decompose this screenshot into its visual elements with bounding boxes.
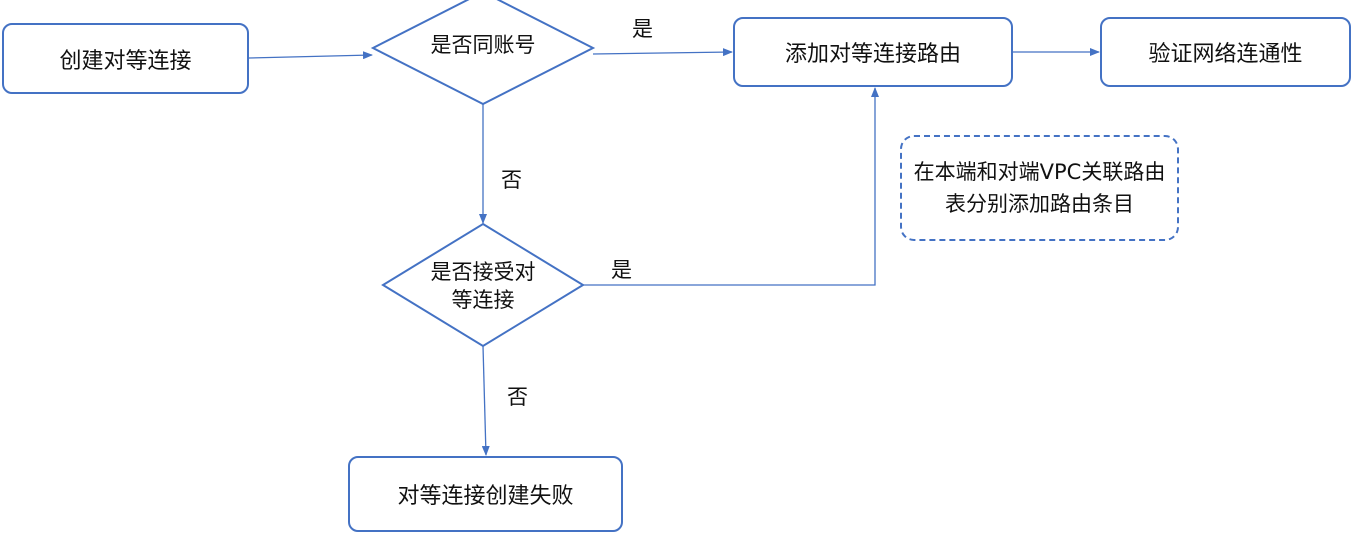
node-label: 验证网络连通性 bbox=[1148, 42, 1303, 67]
edge-label-no-2: 否 bbox=[507, 385, 528, 409]
note-text: 在本端和对端VPC关联路由表分别添加路由条目 bbox=[913, 160, 1166, 216]
node-create-failed: 对等连接创建失败 bbox=[348, 456, 623, 532]
arrow-create-to-decision bbox=[248, 51, 373, 60]
decision-accept-line2: 等连接 bbox=[451, 288, 515, 312]
arrow-accept-yes-to-add-route bbox=[583, 87, 879, 286]
edge-label-yes-2: 是 bbox=[611, 258, 632, 282]
node-create-peering: 创建对等连接 bbox=[2, 23, 249, 94]
decision-accept-label: 是否接受对 等连接 bbox=[403, 258, 563, 314]
node-add-route: 添加对等连接路由 bbox=[733, 17, 1013, 87]
edge-label-yes-1: 是 bbox=[632, 17, 653, 41]
arrow-accept-no-to-fail bbox=[481, 345, 490, 456]
note-add-route-entries: 在本端和对端VPC关联路由表分别添加路由条目 bbox=[900, 135, 1179, 241]
node-label: 对等连接创建失败 bbox=[397, 484, 574, 509]
node-label: 创建对等连接 bbox=[59, 48, 192, 74]
edge-label-no-1: 否 bbox=[501, 168, 522, 192]
arrow-yes-to-add-route bbox=[592, 48, 733, 57]
node-label: 添加对等连接路由 bbox=[784, 42, 961, 67]
node-verify-connectivity: 验证网络连通性 bbox=[1100, 17, 1351, 87]
decision-same-account-label: 是否同账号 bbox=[430, 33, 536, 57]
decision-accept-line1: 是否接受对 bbox=[430, 260, 536, 284]
